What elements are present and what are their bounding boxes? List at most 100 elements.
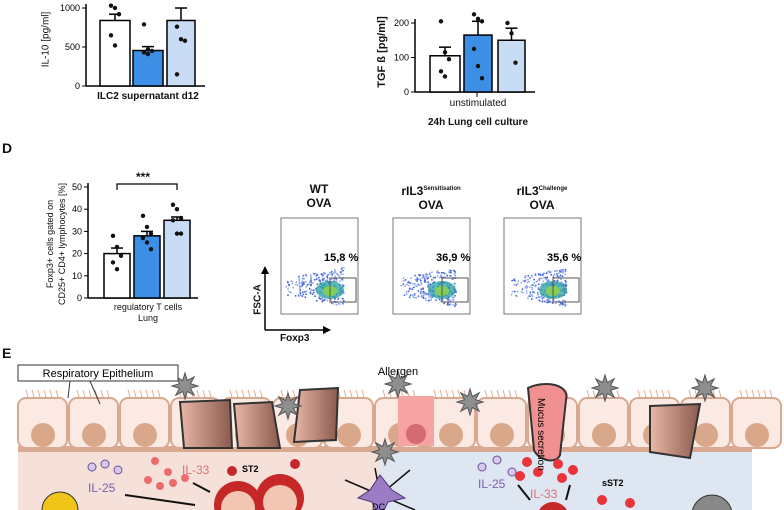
event-dot [430, 298, 432, 301]
foxp3-ylabel-line1: Foxp3+ cells gated on [45, 199, 55, 289]
data-point [110, 233, 116, 239]
event-dot [405, 293, 408, 296]
allergen-label: Allergen [378, 366, 418, 378]
event-dot [424, 273, 427, 276]
event-dot [550, 273, 553, 276]
event-dot [564, 268, 567, 271]
event-dot [454, 270, 456, 273]
event-dot [420, 288, 423, 291]
event-dot [337, 303, 340, 305]
cilium [508, 389, 512, 398]
event-dot [287, 281, 289, 284]
il25-right-label: IL-25 [478, 477, 506, 491]
data-point [174, 72, 180, 77]
event-dot [310, 276, 313, 279]
arrow [517, 484, 531, 501]
event-dot [526, 278, 529, 281]
flow-plot: 36,9 % [392, 217, 471, 315]
il25-molecules [477, 455, 517, 477]
damaged-cell [292, 386, 340, 444]
event-dot [448, 298, 451, 301]
arrow [124, 494, 196, 506]
event-dot [564, 303, 566, 305]
panel-label-e: E [2, 345, 12, 361]
cilium [637, 389, 641, 398]
cilium [253, 389, 257, 398]
event-dot [531, 294, 533, 296]
event-dot [309, 274, 312, 277]
event-dot [298, 279, 301, 282]
event-dot [541, 297, 544, 300]
event-dot [420, 290, 423, 293]
event-dot [427, 273, 429, 276]
event-dot [296, 284, 299, 287]
cilium [688, 389, 692, 398]
data-point [144, 224, 150, 230]
event-dot [411, 287, 414, 290]
event-dot [448, 270, 451, 273]
event-dot [289, 291, 292, 294]
gate [329, 277, 357, 303]
event-dot [421, 277, 424, 279]
event-dot [424, 297, 427, 300]
event-dot [304, 296, 307, 299]
y-tick-label: 0 [75, 81, 80, 91]
event-dot [316, 283, 319, 286]
event-dot [413, 283, 416, 285]
cilium [484, 389, 488, 398]
event-dot [323, 299, 326, 301]
event-dot [525, 285, 527, 288]
cilium [490, 389, 494, 398]
event-dot [424, 279, 427, 282]
event-dot [418, 284, 421, 287]
nucleus [82, 423, 106, 447]
event-dot [523, 280, 526, 283]
il33-molecules [144, 457, 189, 490]
sst2-molecule [625, 498, 635, 508]
event-dot [321, 297, 324, 300]
tgfb-subtitle: 24h Lung cell culture [427, 117, 529, 128]
flow-plot-superscript: Sensitisation [423, 186, 461, 192]
data-point [471, 46, 477, 52]
event-dot [452, 298, 455, 301]
sst2-molecule [597, 495, 607, 505]
event-dot [322, 279, 325, 281]
cilium [739, 389, 743, 398]
event-dot [311, 282, 314, 284]
event-dot [545, 272, 548, 275]
event-dot [529, 291, 532, 294]
cilium [649, 389, 653, 398]
cilium [292, 389, 296, 398]
cilium [667, 389, 671, 398]
event-dot [326, 275, 329, 278]
event-dot [330, 278, 333, 281]
data-point [114, 244, 120, 250]
event-dot [341, 266, 344, 269]
event-dot [318, 279, 321, 282]
significance-bracket [116, 183, 178, 190]
event-dot [409, 282, 412, 285]
flow-plot-group: rIL3 [401, 184, 424, 198]
data-point [141, 50, 147, 55]
event-dot [531, 286, 534, 289]
cilium [133, 389, 137, 398]
event-dot [299, 294, 302, 297]
event-dot [516, 282, 519, 285]
nucleus [592, 423, 616, 447]
event-dot [561, 299, 564, 302]
cilium [208, 389, 212, 398]
damaged-cell [649, 402, 702, 460]
event-dot [338, 275, 341, 278]
event-dot [548, 298, 550, 301]
event-dot [418, 274, 421, 276]
event-dot [330, 298, 333, 301]
event-dot [533, 281, 536, 284]
event-dot [538, 299, 541, 302]
cilium [757, 389, 761, 398]
event-dot [334, 275, 337, 278]
event-dot [310, 289, 313, 292]
event-dot [536, 292, 539, 295]
gate [552, 277, 580, 303]
cilium [196, 389, 200, 398]
